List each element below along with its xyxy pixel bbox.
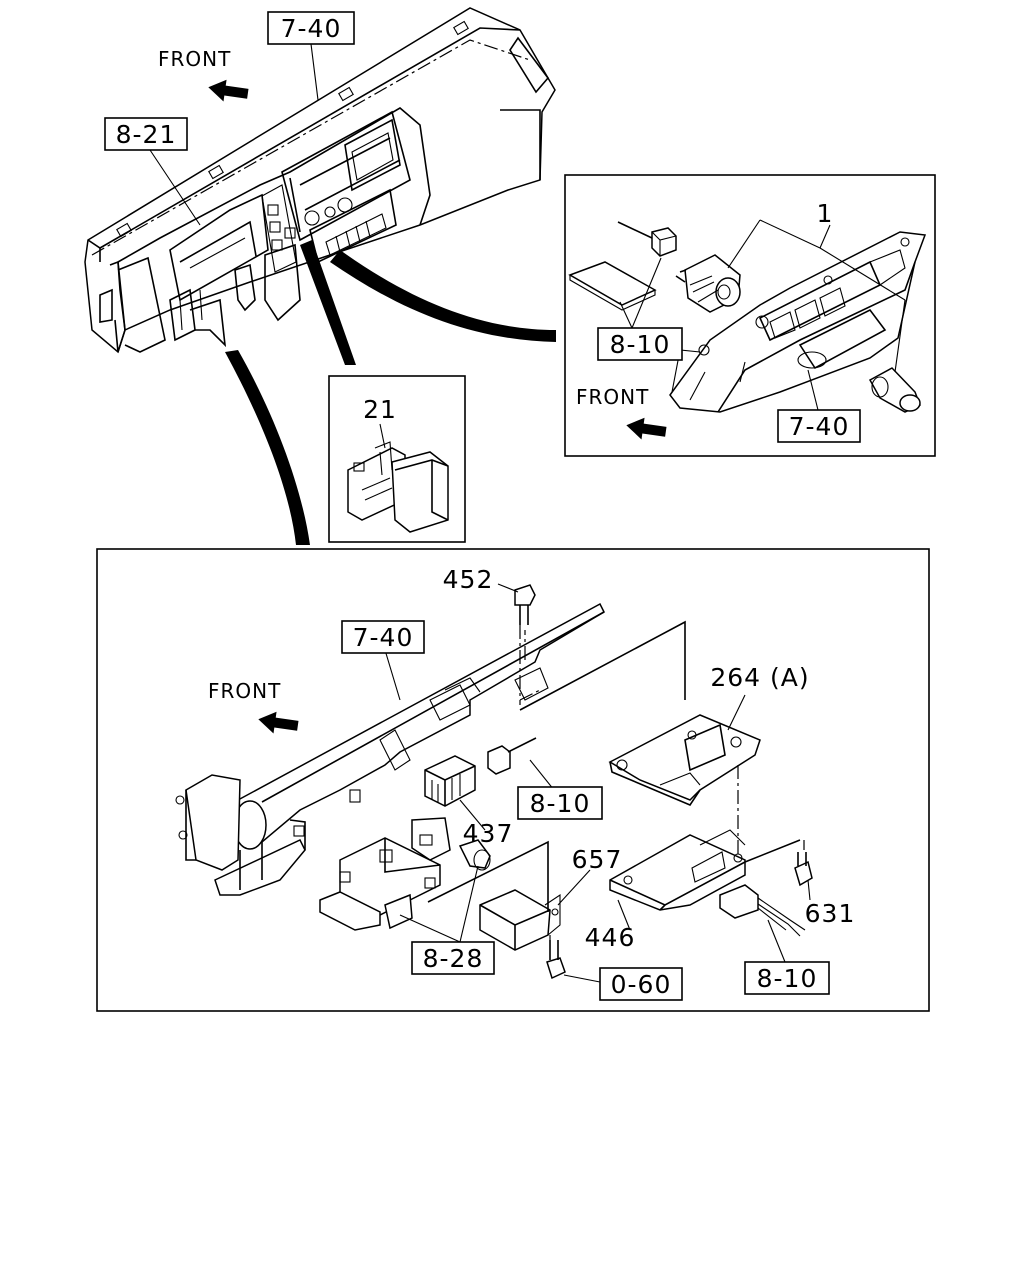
label-7-40-top: 7-40 — [281, 14, 342, 43]
front-arrow-icon — [208, 79, 249, 102]
callout-8-10-inset1: 8-10 — [597, 327, 683, 361]
connector-to-inset1 — [330, 250, 556, 342]
label-452: 452 — [443, 565, 494, 594]
front-arrow-icon — [258, 711, 299, 734]
connector-to-inset2 — [300, 240, 356, 365]
label-21: 21 — [363, 395, 397, 424]
label-264a: 264 (A) — [710, 663, 809, 692]
callout-1: 1 — [817, 199, 834, 228]
inset-panel-switch-21 — [328, 375, 466, 543]
label-front-top: FRONT — [158, 47, 231, 71]
callout-7-40-main: 7-40 — [341, 620, 425, 654]
label-8-10-inset1: 8-10 — [610, 330, 671, 359]
inset-panel-switch-bezel — [564, 174, 936, 457]
label-631: 631 — [805, 899, 856, 928]
label-8-10-main-b: 8-10 — [757, 964, 818, 993]
callout-8-21: 8-21 — [104, 117, 201, 226]
callout-8-28: 8-28 — [411, 941, 495, 975]
label-1: 1 — [817, 199, 834, 228]
label-8-28: 8-28 — [423, 944, 484, 973]
front-arrow-main: FRONT — [208, 679, 299, 734]
label-7-40-main: 7-40 — [353, 623, 414, 652]
callout-8-10-main-a: 8-10 — [517, 786, 603, 820]
callout-8-10-main-b: 8-10 — [744, 961, 830, 995]
label-0-60: 0-60 — [611, 970, 672, 999]
dashboard-assembly — [84, 7, 556, 354]
callout-264a: 264 (A) — [710, 663, 809, 692]
main-panel — [96, 548, 930, 1012]
callout-0-60: 0-60 — [599, 967, 683, 1001]
callout-7-40-top: 7-40 — [267, 11, 355, 101]
callout-21: 21 — [363, 395, 397, 424]
label-front-inset1: FRONT — [576, 385, 649, 409]
front-arrow-icon — [626, 417, 667, 440]
label-446: 446 — [585, 923, 636, 952]
callout-631: 631 — [805, 899, 856, 928]
label-8-21: 8-21 — [116, 120, 177, 149]
label-7-40-inset1: 7-40 — [789, 412, 850, 441]
front-arrow-top: FRONT — [158, 47, 249, 102]
callout-437: 437 — [463, 819, 514, 848]
label-8-10-main-a: 8-10 — [530, 789, 591, 818]
front-arrow-inset1: FRONT — [576, 385, 667, 440]
label-437: 437 — [463, 819, 514, 848]
callout-446: 446 — [585, 923, 636, 952]
label-front-main: FRONT — [208, 679, 281, 703]
callout-657: 657 — [572, 845, 623, 874]
callout-7-40-inset1: 7-40 — [777, 409, 861, 443]
label-657: 657 — [572, 845, 623, 874]
callout-452: 452 — [443, 565, 494, 594]
connector-to-main — [225, 350, 310, 545]
